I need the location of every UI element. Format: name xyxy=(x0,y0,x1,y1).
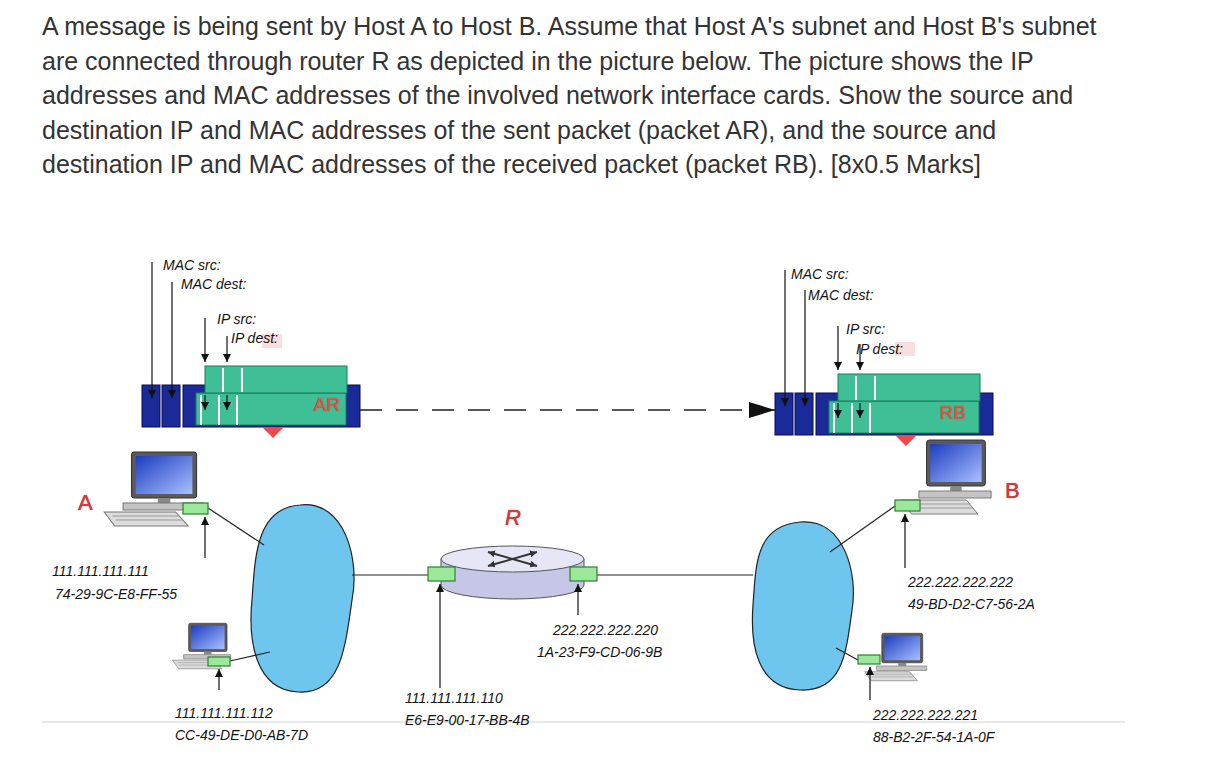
interface-card xyxy=(570,567,597,581)
pointer-arrow xyxy=(204,517,205,558)
device-name: A xyxy=(78,490,93,516)
field-divider xyxy=(241,368,243,392)
packet-name: RB xyxy=(940,402,966,424)
link-wire xyxy=(836,648,858,660)
interface-card xyxy=(895,500,920,511)
dashed-arrow xyxy=(360,409,775,411)
pointer-arrow xyxy=(869,667,870,700)
interface-card xyxy=(183,503,208,514)
link-wire xyxy=(352,574,428,575)
subnet-cloud xyxy=(251,505,354,692)
mac-dest-field xyxy=(162,385,180,427)
link-wire xyxy=(597,574,753,575)
ip-address: 222.222.222.222 xyxy=(908,574,1013,590)
host-computer: A xyxy=(100,450,205,528)
leader-arrow xyxy=(226,395,227,410)
host-computer xyxy=(865,633,927,680)
field-label: MAC src: xyxy=(163,257,221,273)
leader-arrow xyxy=(226,336,227,362)
field-label: IP dest: xyxy=(231,330,278,346)
ip-datagram xyxy=(205,366,347,393)
field-divider xyxy=(200,395,202,425)
leader-arrow xyxy=(171,282,172,398)
computer-icon xyxy=(898,438,993,516)
pointer-arrow xyxy=(904,514,905,568)
packet-frame: RB xyxy=(775,393,988,435)
computer-icon xyxy=(902,440,991,514)
field-divider xyxy=(236,395,238,425)
link-wire xyxy=(830,506,895,552)
interface-card xyxy=(428,567,455,581)
mac-address: 1A-23-F9-CD-06-9B xyxy=(537,644,662,660)
field-label: IP src: xyxy=(846,321,885,337)
field-label: MAC dest: xyxy=(181,276,246,292)
leader-arrow xyxy=(204,395,205,410)
router-icon xyxy=(441,546,584,599)
field-label: MAC dest: xyxy=(808,287,873,303)
field-label: IP src: xyxy=(217,311,256,327)
subnet-cloud xyxy=(752,522,853,690)
ip-address: 222.222.222.221 xyxy=(873,707,978,723)
interface-cards xyxy=(183,500,920,666)
field-divider xyxy=(222,368,224,392)
ip-address: 222.222.222.220 xyxy=(553,622,658,638)
packet-graphic xyxy=(775,270,993,446)
field-label: MAC src: xyxy=(791,266,849,282)
pointer-arrow xyxy=(439,584,440,688)
mac-src-field xyxy=(142,385,160,427)
red-marker xyxy=(262,427,284,438)
mac-address: CC-49-DE-D0-AB-7D xyxy=(175,727,308,743)
computer-icon xyxy=(104,452,203,526)
ip-address: 111.111.111.111 xyxy=(52,563,149,579)
field-label: IP dest: xyxy=(856,341,903,357)
address-pointers xyxy=(205,514,905,700)
connector-layer xyxy=(360,410,775,411)
packet-graphic xyxy=(142,262,360,438)
ip-address: 111.111.111.112 xyxy=(175,705,273,721)
computer-icon xyxy=(100,450,205,528)
mac-address: 49-BD-D2-C7-56-2A xyxy=(908,596,1035,612)
interface-card xyxy=(858,655,880,664)
router: R xyxy=(440,545,585,600)
link-wire xyxy=(208,508,264,545)
device-name: R xyxy=(505,505,521,531)
datagram-in-frame xyxy=(196,393,346,425)
mac-address: 88-B2-2F-54-1A-0F xyxy=(873,729,994,745)
leader-arrow xyxy=(204,318,205,362)
interface-card xyxy=(208,657,230,666)
question-text: A message is being sent by Host A to Hos… xyxy=(42,9,1124,182)
router-icon xyxy=(440,545,585,600)
mac-address: 74-29-9C-E8-FF-55 xyxy=(55,586,177,602)
pointer-arrow xyxy=(577,584,578,615)
host-computer xyxy=(172,623,230,669)
host-computer: B xyxy=(898,438,993,516)
packet-name: AR xyxy=(314,394,340,416)
field-divider xyxy=(218,395,220,425)
leader-arrow xyxy=(151,262,152,398)
ip-address: 111.111.111.110 xyxy=(405,690,503,706)
device-name: B xyxy=(1005,478,1020,504)
packet-frame: AR xyxy=(142,385,360,427)
link-wire xyxy=(230,652,270,661)
pointer-arrow xyxy=(218,669,219,690)
mac-address: E6-E9-00-17-BB-4B xyxy=(405,712,530,728)
